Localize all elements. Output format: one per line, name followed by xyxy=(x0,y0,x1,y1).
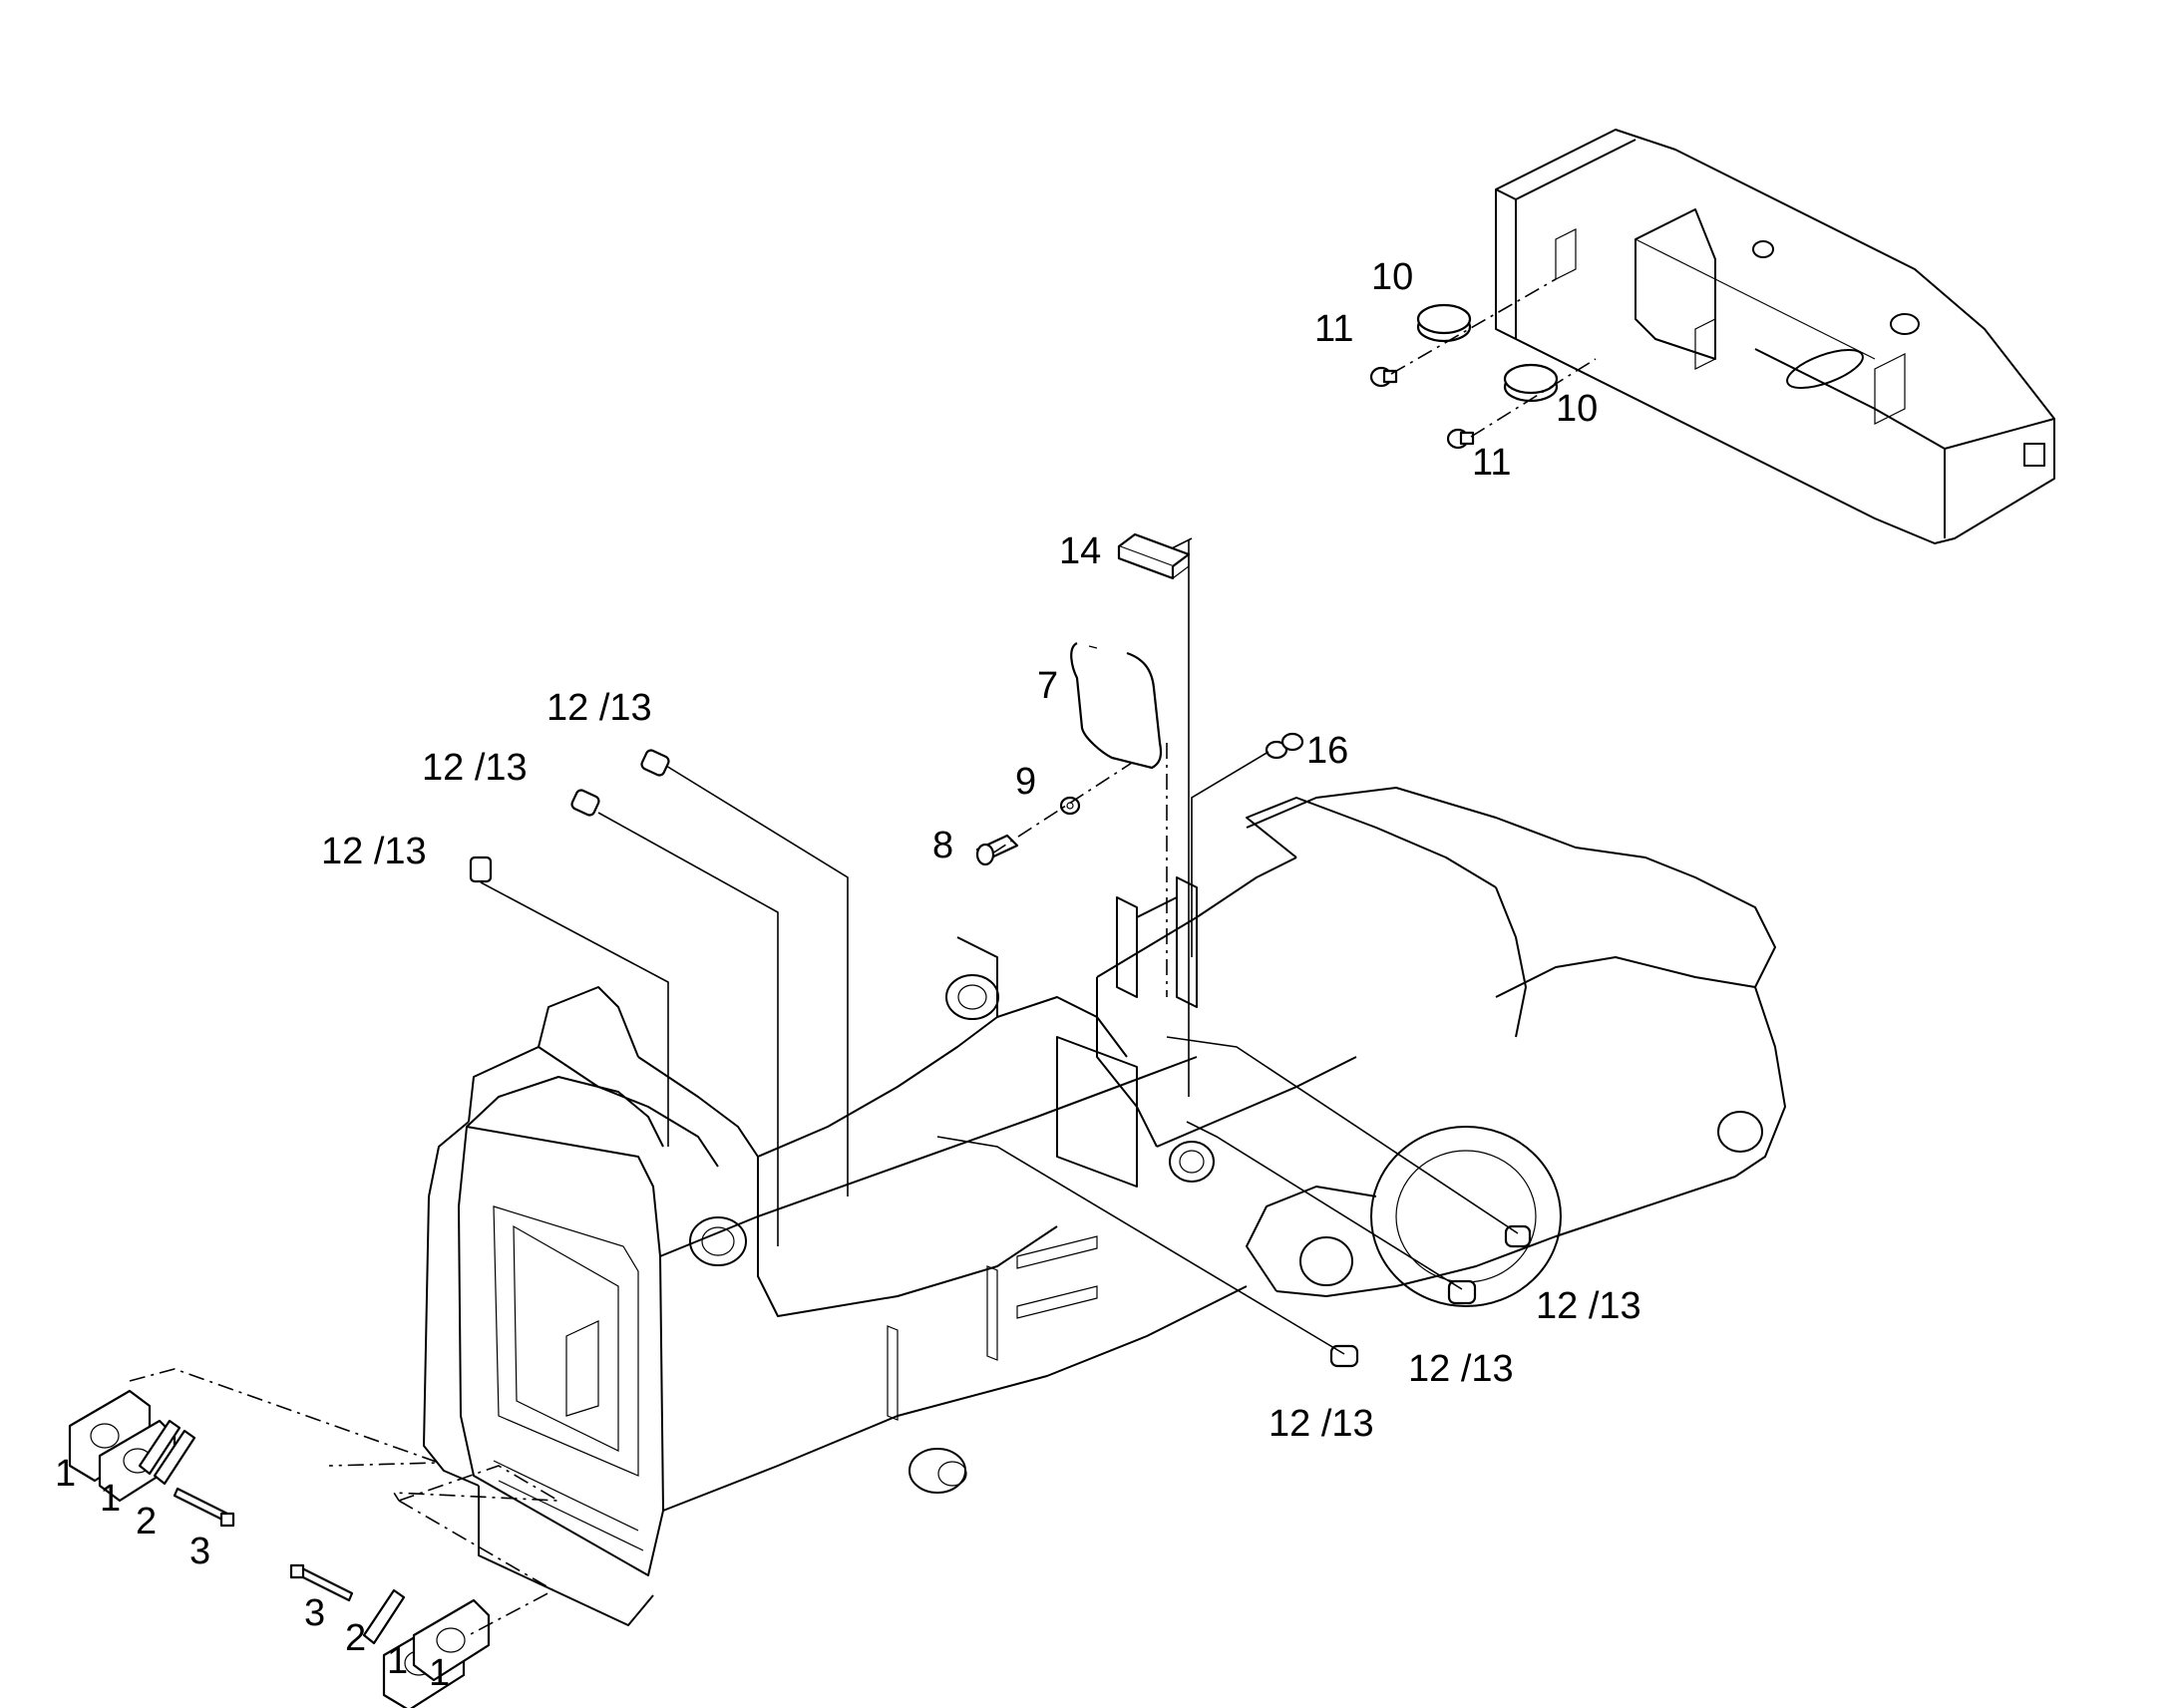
part-9-washer xyxy=(1059,796,1081,816)
callout-10: 10 xyxy=(1556,388,1598,430)
callout-2: 2 xyxy=(345,1617,366,1659)
callout-1: 1 xyxy=(100,1478,121,1520)
callout-1: 1 xyxy=(429,1652,450,1694)
callout-7: 7 xyxy=(1037,665,1058,707)
callout-12-13: 12 /13 xyxy=(321,831,427,872)
callout-1: 1 xyxy=(55,1453,76,1495)
callout-16: 16 xyxy=(1306,730,1348,772)
callout-1: 1 xyxy=(387,1640,408,1682)
callout-3: 3 xyxy=(304,1592,325,1634)
part-1-clamp-halves xyxy=(68,1389,491,1708)
callout-3: 3 xyxy=(189,1531,210,1572)
part-3-bolt xyxy=(173,1487,354,1602)
rear-tank-assembly xyxy=(1495,129,2055,544)
callout-2: 2 xyxy=(136,1501,157,1542)
callout-labels: 1 1 2 3 3 2 1 1 7 8 9 10 10 11 11 12 /13… xyxy=(55,256,1641,1694)
part-16-fitting xyxy=(1265,732,1304,760)
callout-12-13: 12 /13 xyxy=(422,747,528,789)
callout-12-13: 12 /13 xyxy=(1269,1403,1374,1445)
callout-14: 14 xyxy=(1059,530,1101,572)
part-7-handle xyxy=(1070,642,1163,770)
callout-12-13: 12 /13 xyxy=(546,687,652,729)
callout-9: 9 xyxy=(1015,761,1036,803)
part-12-13-grommet xyxy=(469,749,1532,1368)
leader-lines xyxy=(129,278,1597,1636)
part-10-hose-clamp xyxy=(1416,303,1559,403)
callout-12-13: 12 /13 xyxy=(1408,1348,1514,1390)
part-8-screw xyxy=(975,834,1019,866)
callout-12-13: 12 /13 xyxy=(1536,1285,1641,1327)
callout-11: 11 xyxy=(1314,308,1353,350)
part-14-sleeve xyxy=(1117,532,1191,580)
callout-10: 10 xyxy=(1371,256,1413,298)
main-frame xyxy=(423,787,1786,1626)
part-2-cover-plate xyxy=(138,1419,406,1645)
callout-8: 8 xyxy=(932,825,953,866)
part-11-plug xyxy=(1369,366,1475,450)
callout-11: 11 xyxy=(1472,442,1511,484)
